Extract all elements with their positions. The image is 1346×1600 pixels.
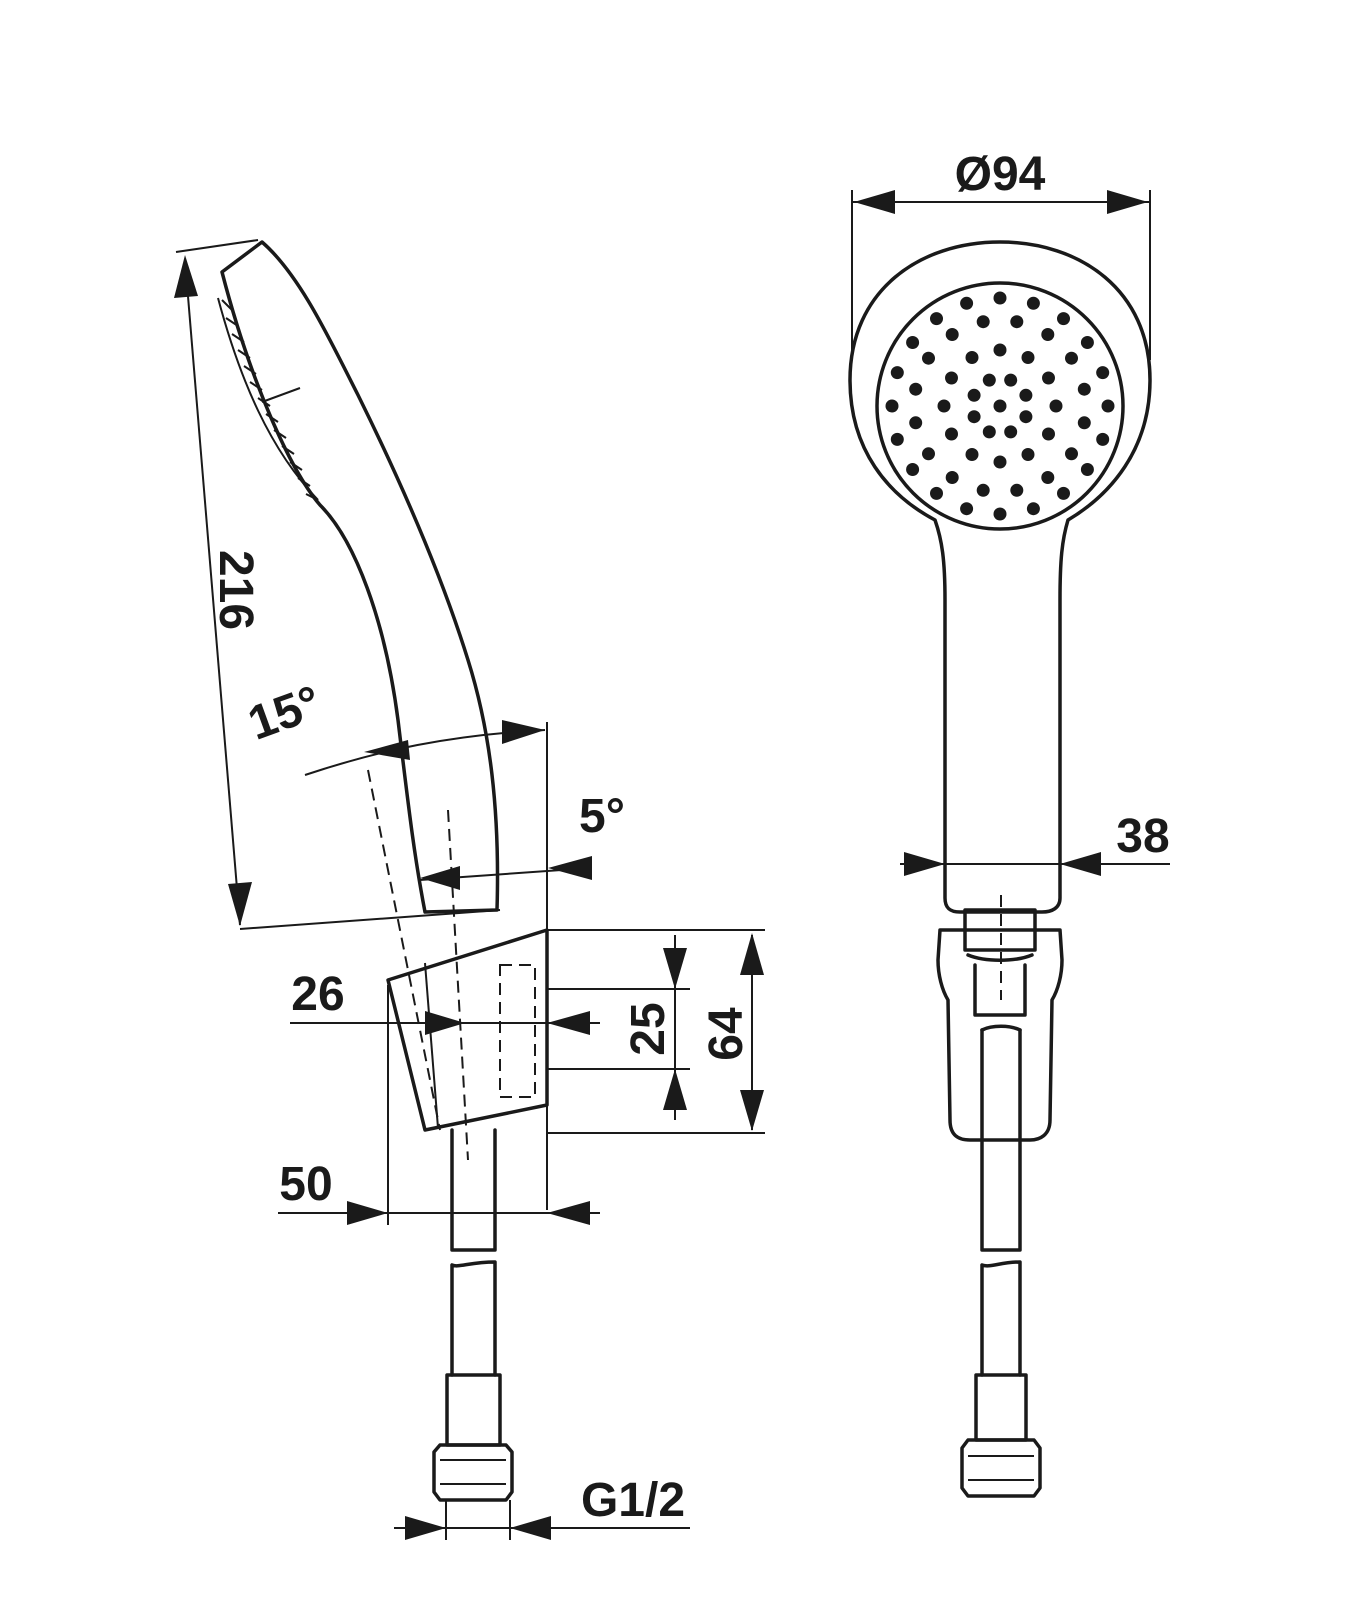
nozzle: [993, 399, 1007, 413]
nozzle: [965, 351, 979, 364]
side-view: 216 15° 5° 26 25 64: [174, 239, 765, 1540]
nozzle: [1080, 463, 1094, 476]
nozzle: [1065, 351, 1078, 365]
nozzle: [1057, 486, 1070, 500]
nozzle: [1077, 382, 1091, 396]
nozzle: [960, 502, 974, 516]
dim-thread-size: G1/2: [581, 1474, 685, 1527]
side-view-spray-face: [221, 299, 319, 501]
nozzle: [909, 416, 923, 430]
nozzle: [1096, 432, 1110, 446]
side-view-handshower-outline: [220, 240, 500, 914]
dim-holder-depth: 50: [279, 1158, 332, 1211]
nozzle: [1065, 447, 1078, 461]
nozzle: [1057, 312, 1070, 326]
nozzle: [1019, 388, 1033, 402]
nozzle: [967, 388, 981, 402]
nozzle: [993, 291, 1007, 305]
front-view: Ø94 38: [848, 148, 1170, 1498]
front-view-handshower-outline: [848, 240, 1152, 914]
front-view-nozzles: [885, 291, 1115, 521]
front-view-wall-holder: [936, 928, 1064, 1142]
nozzle: [1021, 351, 1035, 364]
nozzle: [1077, 416, 1091, 430]
nozzle: [945, 328, 959, 341]
nozzle: [982, 425, 996, 439]
nozzle: [993, 455, 1007, 469]
nozzle: [930, 486, 943, 500]
dim-head-diameter: Ø94: [955, 148, 1046, 201]
dim-holder-offset: 26: [291, 968, 344, 1021]
nozzle: [1021, 448, 1035, 461]
nozzle: [945, 427, 958, 441]
nozzle: [1041, 471, 1055, 484]
nozzle: [1042, 371, 1055, 385]
nozzle: [890, 366, 904, 380]
dim-hole-spacing: 25: [622, 1002, 675, 1055]
dim-tilt-5: 5°: [579, 790, 625, 843]
nozzle: [922, 447, 935, 461]
nozzle: [1101, 399, 1115, 413]
dim-holder-height: 64: [700, 1007, 753, 1061]
nozzle: [906, 463, 920, 476]
side-view-hose-nut: [432, 1443, 514, 1502]
nozzle: [1004, 425, 1018, 439]
nozzle: [1096, 366, 1110, 380]
nozzle: [890, 432, 904, 446]
dim-overall-length: 216: [209, 550, 262, 630]
nozzle: [960, 296, 974, 310]
nozzle: [909, 382, 923, 396]
nozzle: [922, 351, 935, 365]
nozzle: [965, 448, 979, 461]
front-view-hose-nut: [960, 1438, 1042, 1498]
nozzle: [1010, 315, 1024, 329]
nozzle: [885, 399, 899, 413]
nozzle: [1026, 296, 1040, 310]
nozzle: [1026, 502, 1040, 516]
front-view-hose: [980, 1028, 1022, 1252]
nozzle: [1019, 410, 1033, 424]
nozzle: [976, 483, 990, 497]
nozzle: [945, 471, 959, 484]
nozzle: [982, 373, 996, 387]
dim-tilt-15: 15°: [242, 676, 328, 751]
nozzle: [1080, 336, 1094, 349]
nozzle: [1010, 483, 1024, 497]
nozzle: [1049, 399, 1063, 413]
side-view-wall-holder: [386, 928, 549, 1132]
nozzle: [967, 410, 981, 424]
nozzle: [930, 312, 943, 326]
front-view-spray-face: [875, 281, 1125, 531]
side-view-mounting-slot: [499, 964, 536, 1098]
nozzle: [993, 343, 1007, 357]
nozzle: [993, 507, 1007, 521]
dim-handle-width: 38: [1116, 810, 1169, 863]
nozzle: [1004, 373, 1018, 387]
nozzle: [945, 371, 958, 385]
nozzle: [976, 315, 990, 329]
nozzle: [1041, 328, 1055, 341]
nozzle: [906, 336, 920, 349]
side-view-hose: [450, 1128, 497, 1252]
nozzle: [937, 399, 951, 413]
nozzle: [1042, 427, 1055, 441]
